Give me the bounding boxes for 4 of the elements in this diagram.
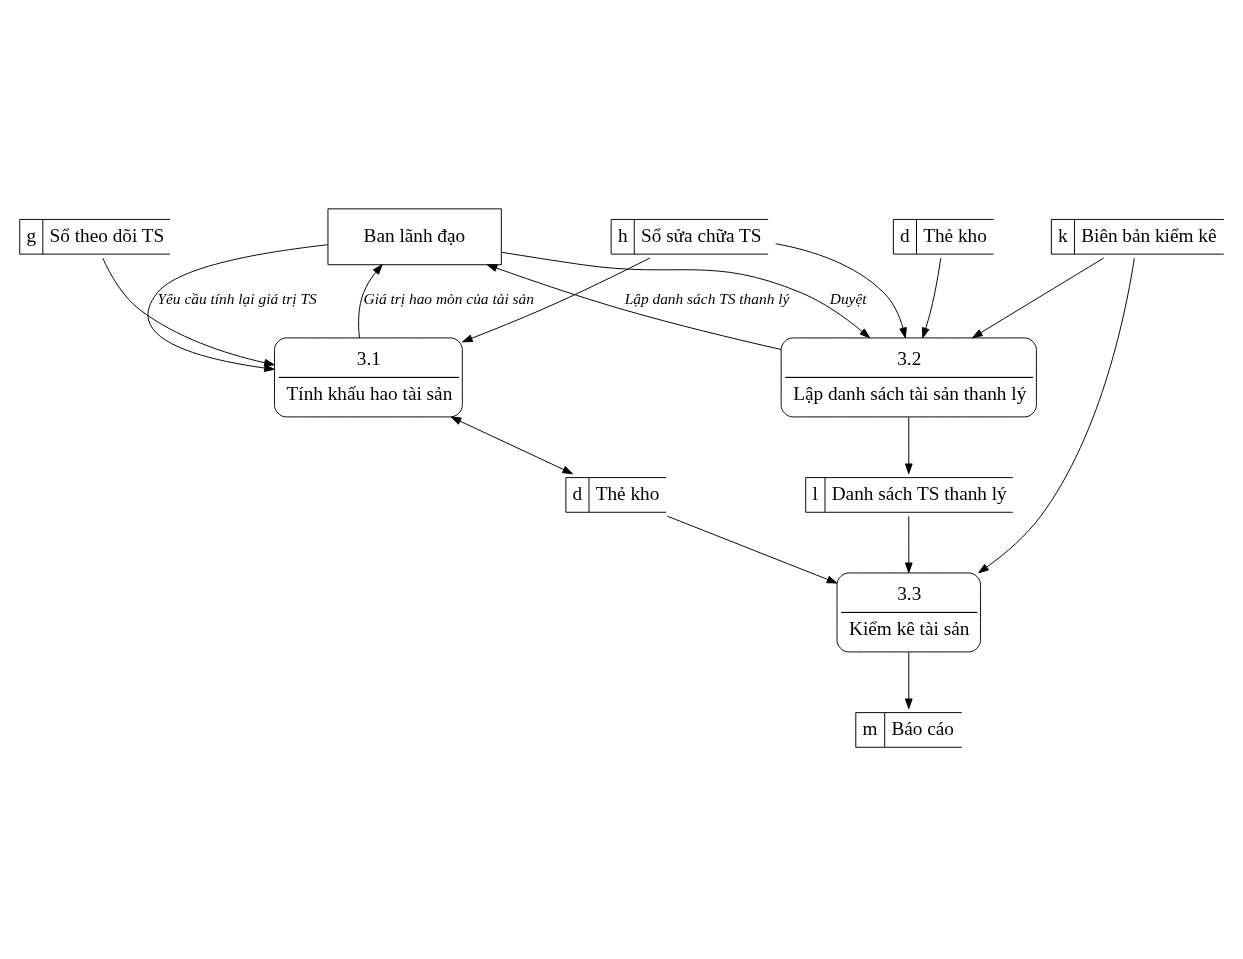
- edge-label: Lập danh sách TS thanh lý: [624, 289, 790, 307]
- edge-label: Yêu cầu tính lại giá trị TS: [157, 289, 317, 307]
- edge-label: Giá trị hao mòn của tài sản: [363, 289, 534, 307]
- edge-label: Duyệt: [829, 289, 867, 307]
